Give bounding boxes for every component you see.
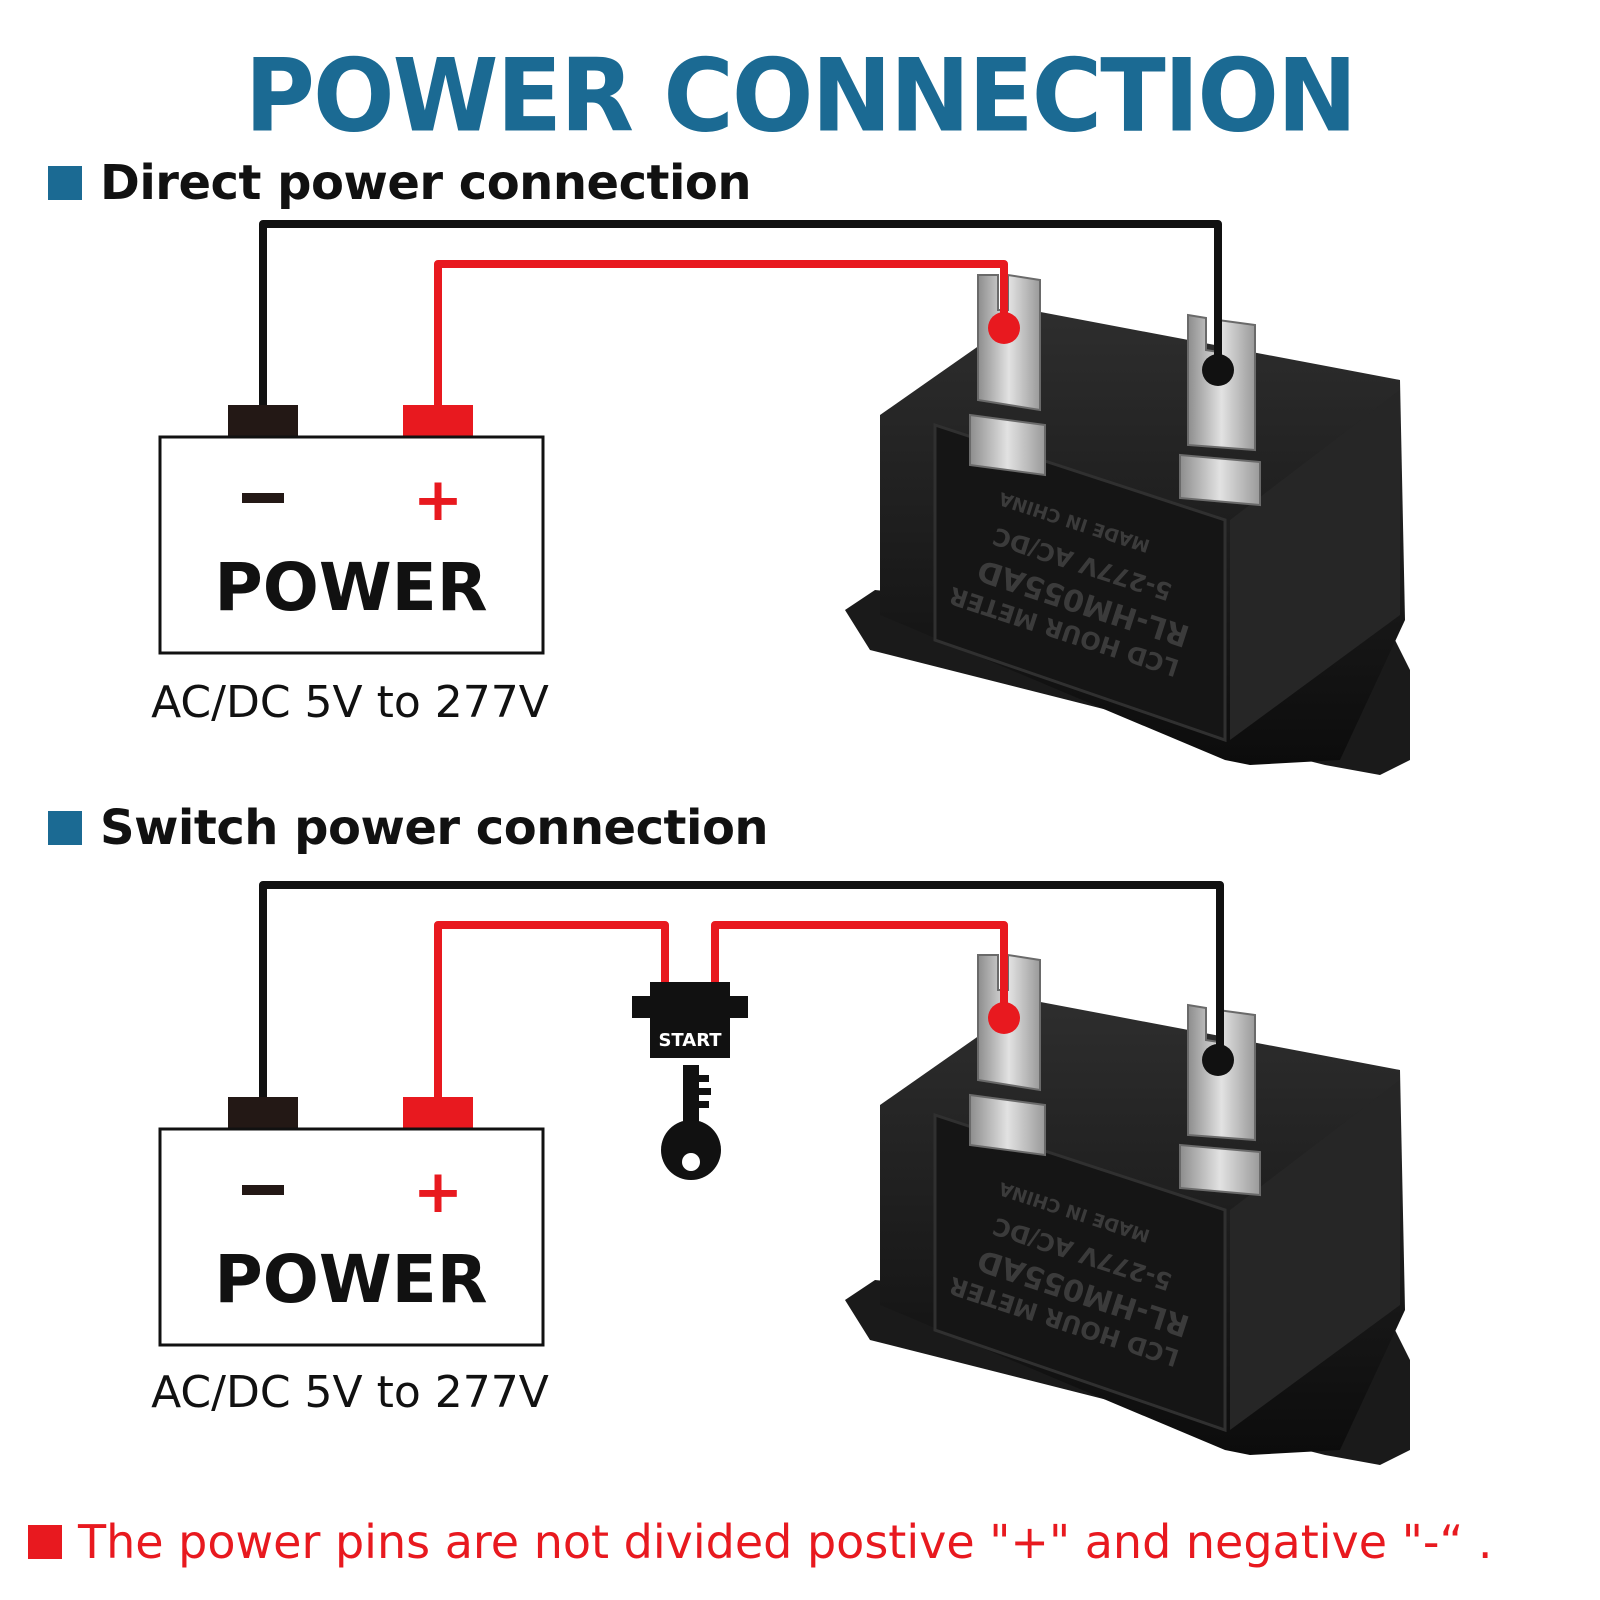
voltage-label: AC/DC 5V to 277V <box>151 677 549 728</box>
black-wire <box>259 220 1222 410</box>
minus-sign <box>242 493 284 503</box>
black-terminal-dot <box>1202 1044 1234 1076</box>
section-heading-direct: Direct power connection <box>48 155 752 211</box>
switch-connection-diagram: LCD HOUR METER RL-HM055AD 5-277V AC/DC M… <box>0 860 1600 1500</box>
hour-meter: LCD HOUR METER RL-HM055AD 5-277V AC/DC M… <box>845 953 1410 1465</box>
direct-wiring-svg: LCD HOUR METER RL-HM055AD 5-277V AC/DC M… <box>151 220 1410 775</box>
switch-wiring-svg: LCD HOUR METER RL-HM055AD 5-277V AC/DC M… <box>151 881 1410 1465</box>
bullet-square <box>48 166 82 200</box>
power-battery: + POWER <box>158 405 545 655</box>
page-title: POWER CONNECTION <box>244 37 1358 155</box>
start-key-switch: START <box>632 982 748 1180</box>
section-heading-switch: Switch power connection <box>48 800 769 856</box>
plus-sign: + <box>413 465 463 535</box>
section-title: Direct power connection <box>100 155 752 211</box>
polarity-note: The power pins are not divided postive "… <box>78 1515 1493 1569</box>
power-battery: + POWER <box>158 1097 545 1347</box>
voltage-label: AC/DC 5V to 277V <box>151 1367 549 1418</box>
note-bullet-square <box>28 1525 62 1559</box>
note-row: The power pins are not divided postive "… <box>28 1515 1493 1569</box>
direct-connection-diagram: LCD HOUR METER RL-HM055AD 5-277V AC/DC M… <box>0 200 1600 840</box>
hour-meter: LCD HOUR METER RL-HM055AD 5-277V AC/DC M… <box>845 273 1410 775</box>
red-wire <box>434 260 1008 410</box>
switch-label: START <box>658 1030 722 1051</box>
red-terminal-dot <box>988 1002 1020 1034</box>
battery-label: POWER <box>214 1241 487 1318</box>
red-terminal-dot <box>988 312 1020 344</box>
section-title: Switch power connection <box>100 800 769 856</box>
red-wire-meter <box>711 921 1008 1018</box>
black-wire <box>259 881 1224 1100</box>
key-icon <box>661 1065 721 1180</box>
plus-sign: + <box>413 1157 463 1227</box>
battery-label: POWER <box>214 549 487 626</box>
minus-sign <box>242 1185 284 1195</box>
black-terminal-dot <box>1202 354 1234 386</box>
red-wire-battery <box>434 921 669 1100</box>
bullet-square <box>48 811 82 845</box>
